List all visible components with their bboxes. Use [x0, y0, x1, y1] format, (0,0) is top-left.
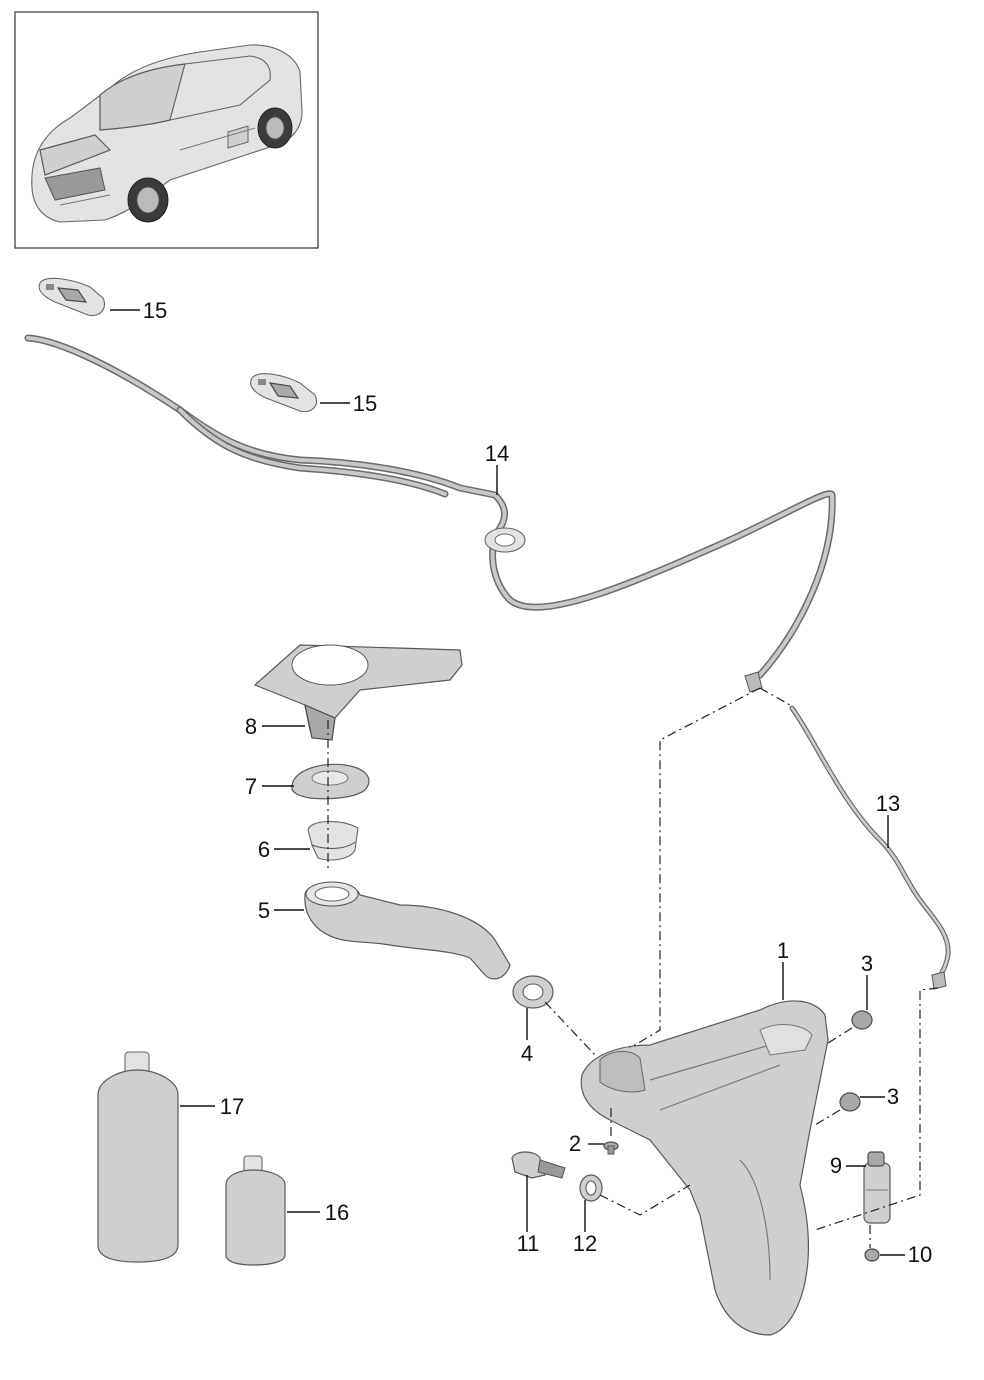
rubber-buffer-lower: [839, 1092, 861, 1112]
callout-7: 7: [245, 774, 257, 799]
vehicle-illustration: [31, 44, 303, 223]
fluid-bottle-small: [225, 1155, 286, 1266]
fluid-level-sensor: [511, 1151, 566, 1179]
leader-lines: [110, 309, 905, 1256]
filler-cap: [291, 763, 370, 800]
callout-5: 5: [258, 898, 270, 923]
washer-fluid-reservoir: [580, 1000, 829, 1336]
callout-9: 9: [830, 1153, 842, 1178]
washer-hose-rear: [789, 705, 951, 990]
callout-3-lower: 3: [887, 1084, 899, 1109]
fluid-bottle-large: [97, 1051, 179, 1263]
grommet: [512, 975, 554, 1009]
callout-15-upper: 15: [143, 298, 167, 323]
callout-16: 16: [325, 1200, 349, 1225]
filler-neck: [304, 881, 511, 980]
callout-14: 14: [485, 441, 509, 466]
callout-11: 11: [517, 1231, 540, 1256]
callout-15-lower: 15: [353, 391, 377, 416]
callout-13: 13: [876, 791, 900, 816]
callout-2: 2: [569, 1131, 581, 1156]
washer-nozzle-lower: [250, 373, 318, 413]
sensor-grommet: [579, 1174, 603, 1202]
pump-seal: [864, 1248, 880, 1262]
callout-8: 8: [245, 714, 257, 739]
washer-pump: [863, 1151, 891, 1224]
callout-17: 17: [220, 1094, 244, 1119]
callout-4: 4: [521, 1041, 533, 1066]
callout-3-upper: 3: [861, 951, 873, 976]
callout-labels: 1 2 3 3 4 5 6 7 8 9 10 11 12 13 14 15 15…: [143, 298, 932, 1267]
rubber-buffer-upper: [851, 1010, 873, 1030]
screw: [603, 1141, 619, 1155]
callout-6: 6: [258, 837, 270, 862]
filler-neck-bracket: [253, 644, 463, 741]
washer-hose-assembly: [24, 334, 836, 693]
clamp-ring: [307, 820, 359, 861]
callout-1: 1: [777, 938, 789, 963]
washer-nozzle-upper: [38, 277, 106, 317]
callout-10: 10: [908, 1242, 932, 1267]
assembly-lines: [327, 687, 939, 1248]
callout-12: 12: [573, 1231, 597, 1256]
vehicle-overview-inset: [14, 11, 319, 249]
